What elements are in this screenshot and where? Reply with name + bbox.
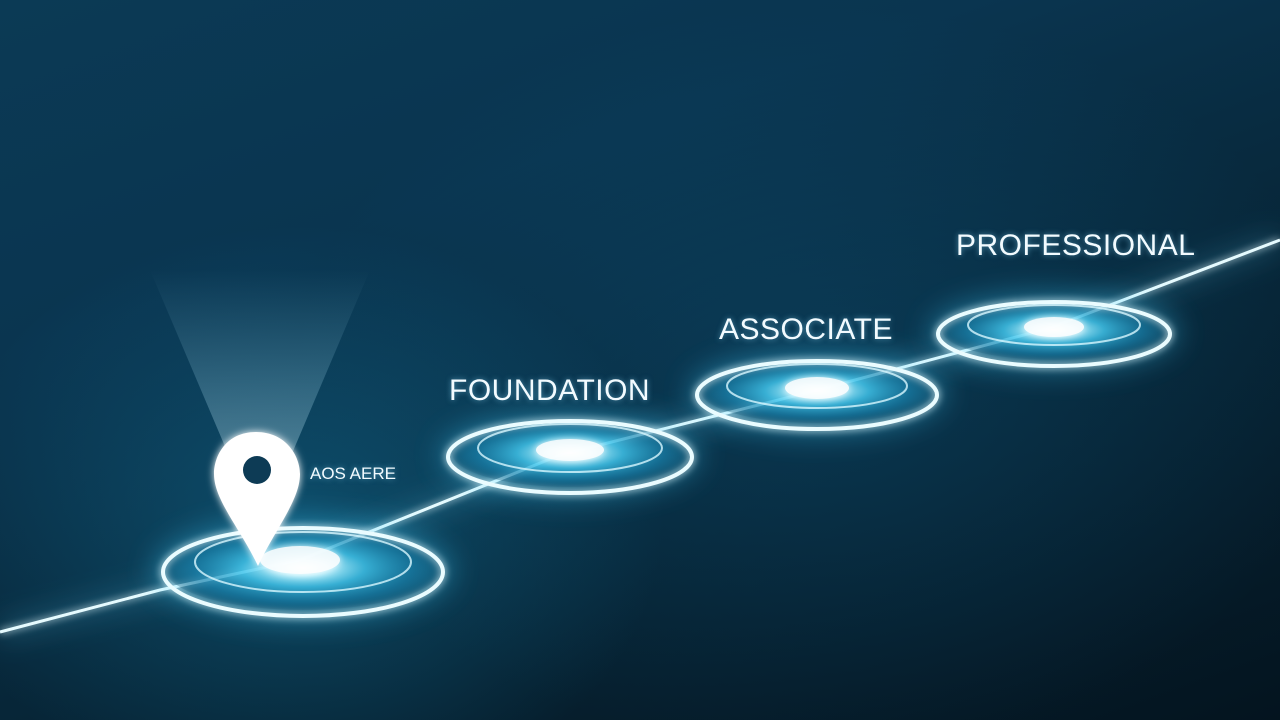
location-pin-icon	[214, 432, 300, 566]
associate-platform	[689, 351, 945, 435]
milestone-associate-label: ASSOCIATE	[719, 313, 893, 346]
light-beam	[150, 270, 370, 470]
foundation-platform	[440, 411, 700, 499]
start-marker-label: AOS AERE	[310, 464, 396, 483]
professional-platform	[929, 292, 1179, 372]
milestone-professional-label: PROFESSIONAL	[956, 229, 1196, 262]
start-platform	[153, 518, 453, 622]
milestone-foundation-label: FOUNDATION	[449, 374, 651, 407]
